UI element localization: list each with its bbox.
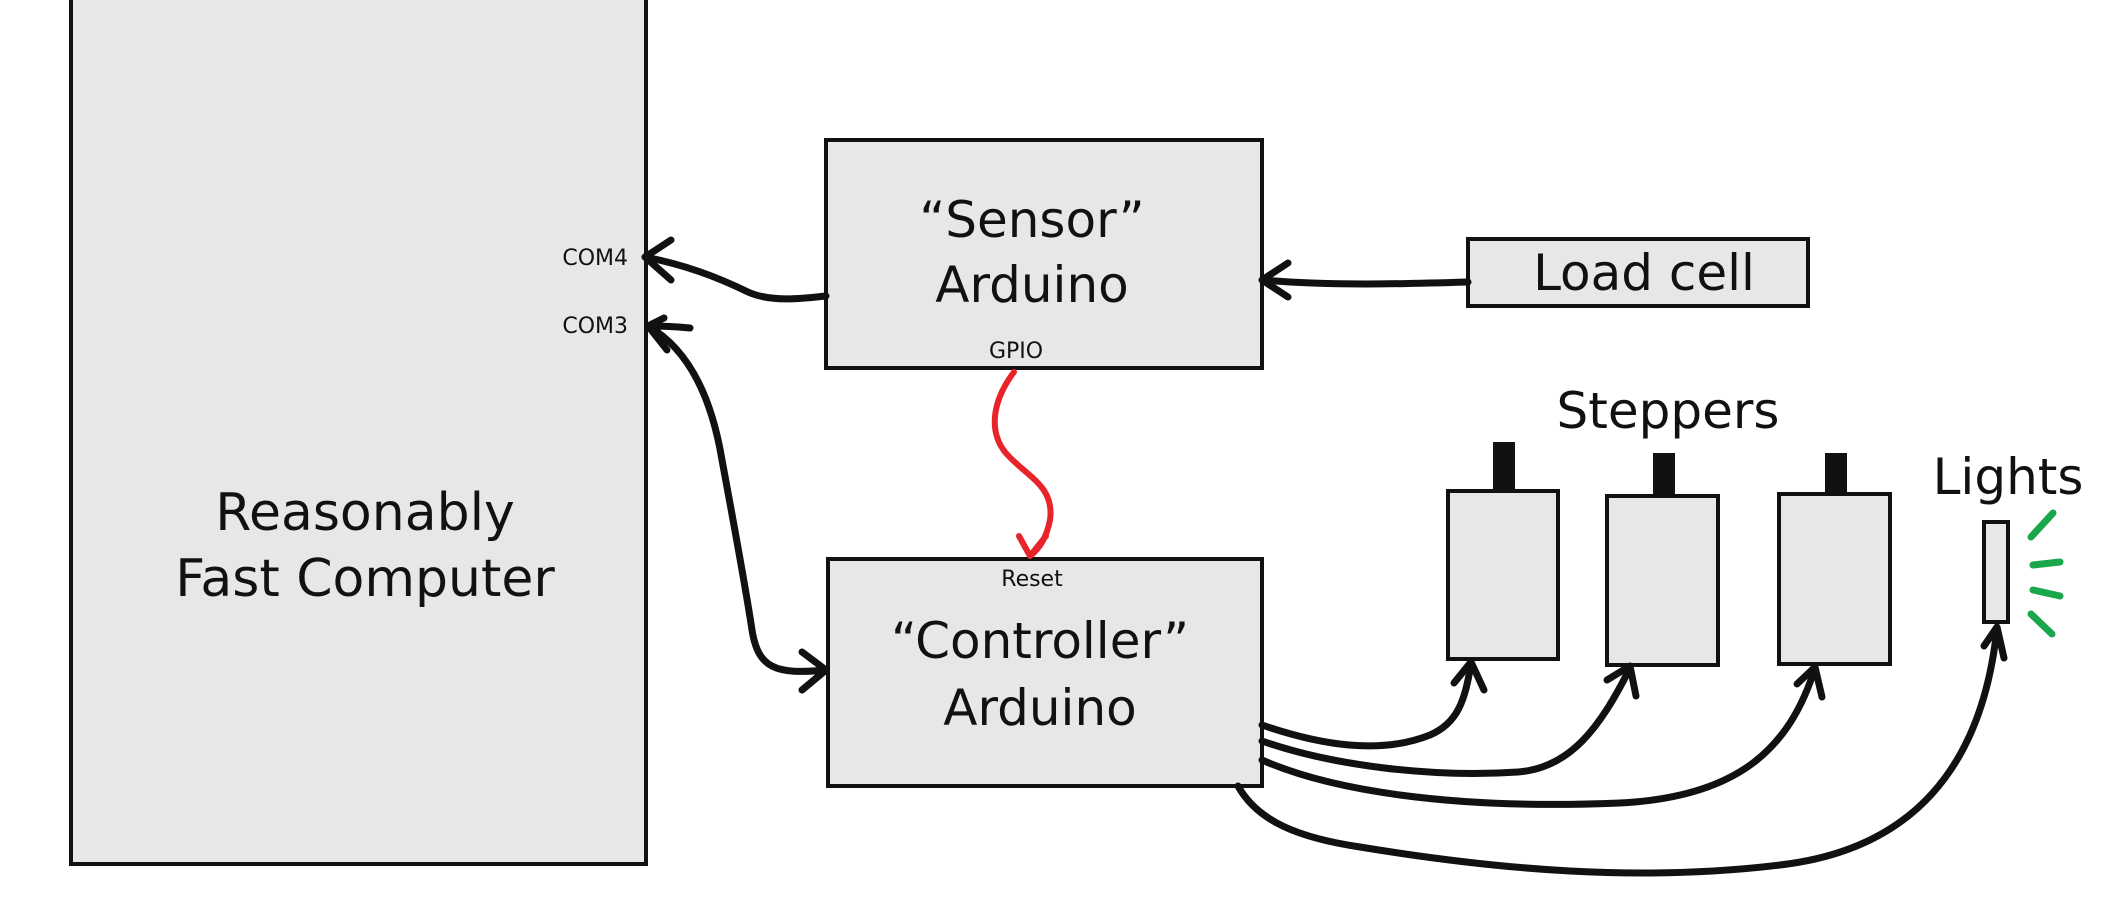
light-bulb-icon: [1982, 520, 2010, 624]
stepper-2-shaft: [1653, 453, 1675, 497]
stepper-motor-3: [1777, 453, 1892, 666]
arrowhead-reset: [1016, 533, 1049, 559]
steppers-label: Steppers: [1557, 382, 1780, 440]
lights-node: Lights: [1933, 448, 2084, 638]
computer-box: [69, 0, 648, 866]
sensor-arduino-label-line2: Arduino: [935, 256, 1128, 314]
computer-label-line2: Fast Computer: [175, 549, 555, 609]
gpio-pin-label: GPIO: [989, 339, 1043, 364]
arrowhead-lights: [1980, 623, 2008, 662]
wire-com3-to-controller: [644, 322, 830, 675]
wire-controller-to-stepper-3: [1258, 664, 1819, 808]
wire-controller-to-stepper-1: [1258, 660, 1475, 750]
light-glow-ray-2: [2029, 558, 2064, 569]
wire-sensor-to-com4: [641, 253, 830, 303]
wire-controller-to-stepper-2: [1258, 664, 1634, 777]
sensor-arduino-label-line1: “Sensor”: [919, 191, 1144, 249]
controller-arduino-box: [826, 557, 1264, 788]
connections: [641, 236, 2008, 877]
arrowhead-stepper-1: [1450, 658, 1488, 694]
controller-arduino-label-line2: Arduino: [943, 679, 1136, 737]
stepper-1-shaft: [1493, 442, 1515, 492]
computer-node: Reasonably Fast Computer COM4 COM3: [69, 0, 648, 866]
load-cell-label: Load cell: [1533, 244, 1755, 302]
light-glow-ray-3: [2029, 586, 2064, 600]
stepper-3-body: [1777, 492, 1892, 666]
arrowhead-stepper-3: [1793, 663, 1826, 701]
controller-arduino-node: Reset “Controller” Arduino: [826, 557, 1264, 788]
load-cell-box: [1466, 237, 1810, 308]
port-com3-label: COM3: [562, 314, 628, 339]
stepper-1-body: [1446, 489, 1560, 661]
steppers-group: Steppers: [1446, 382, 1892, 667]
stepper-motor-1: [1446, 442, 1560, 661]
wire-loadcell-to-sensor: [1258, 276, 1472, 288]
wire-controller-to-lights: [1234, 624, 2001, 877]
arrowhead-controller-input: [798, 648, 830, 694]
lights-label: Lights: [1933, 448, 2084, 506]
light-glow-ray-4: [2027, 610, 2056, 638]
port-com4-label: COM4: [562, 246, 628, 271]
stepper-2-body: [1605, 494, 1720, 667]
arrowhead-sensor-input: [1258, 259, 1292, 301]
arrowhead-com3: [644, 314, 671, 354]
sensor-arduino-box: [824, 138, 1264, 370]
arrowhead-stepper-2: [1603, 662, 1640, 700]
arrowhead-com4: [641, 236, 675, 284]
wire-gpio-to-reset: [991, 369, 1054, 559]
sensor-arduino-node: “Sensor” Arduino GPIO: [824, 138, 1264, 370]
stepper-motor-2: [1605, 453, 1720, 667]
computer-label-line1: Reasonably: [215, 483, 515, 543]
controller-arduino-label-line1: “Controller”: [891, 612, 1189, 670]
load-cell-node: Load cell: [1466, 237, 1810, 308]
stepper-3-shaft: [1825, 453, 1847, 495]
reset-pin-label: Reset: [1001, 567, 1063, 592]
light-glow-ray-1: [2027, 509, 2057, 541]
